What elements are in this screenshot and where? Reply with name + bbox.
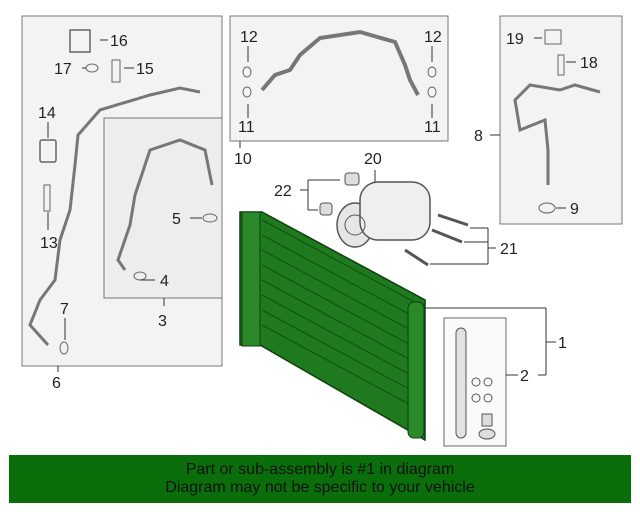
panel-middle-left xyxy=(103,117,223,299)
callout-11-right: 11 xyxy=(424,119,441,136)
callout-15: 15 xyxy=(136,61,154,78)
condenser xyxy=(239,211,426,442)
callout-13: 13 xyxy=(40,235,58,252)
callout-18: 18 xyxy=(580,55,598,72)
callout-2: 2 xyxy=(520,368,529,385)
callout-8: 8 xyxy=(474,128,483,145)
compressor xyxy=(319,172,431,248)
callout-10: 10 xyxy=(234,151,252,168)
callout-1: 1 xyxy=(558,335,567,352)
diagram-notice-banner: Part or sub-assembly is #1 in diagram Di… xyxy=(9,455,631,503)
callout-7: 7 xyxy=(60,301,69,318)
panel-right xyxy=(499,15,623,225)
callout-11-left: 11 xyxy=(238,119,255,136)
callout-21: 21 xyxy=(500,241,518,258)
callout-5: 5 xyxy=(172,211,181,228)
callout-12-left: 12 xyxy=(240,29,258,46)
callout-22: 22 xyxy=(274,183,292,200)
notice-line-1: Part or sub-assembly is #1 in diagram xyxy=(185,461,455,478)
panel-top-middle xyxy=(229,15,449,142)
callout-4: 4 xyxy=(160,273,169,290)
notice-line-2: Diagram may not be specific to your vehi… xyxy=(165,479,475,496)
callout-20: 20 xyxy=(364,151,382,168)
callout-17: 17 xyxy=(54,61,72,78)
callout-3: 3 xyxy=(158,313,167,330)
drier-kit xyxy=(443,317,507,447)
callout-19: 19 xyxy=(506,31,524,48)
callout-9: 9 xyxy=(570,201,579,218)
callout-14: 14 xyxy=(38,105,56,122)
leader-lines xyxy=(47,37,576,376)
callout-12-right: 12 xyxy=(424,29,442,46)
bolts xyxy=(404,213,469,267)
callout-6: 6 xyxy=(52,375,61,392)
callout-16: 16 xyxy=(110,33,128,50)
parts-diagram: 1 2 3 4 5 6 7 8 9 10 11 11 12 12 13 14 1… xyxy=(21,15,623,447)
